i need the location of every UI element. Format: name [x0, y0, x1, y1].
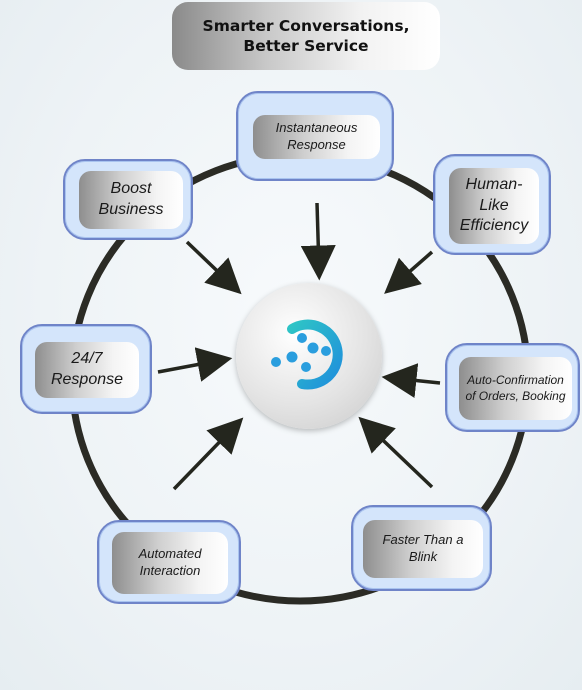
node-label: Automated Interaction — [112, 532, 228, 594]
arrow-faster — [358, 416, 434, 489]
node-auto-confirmation: Auto-Confirmation of Orders, Booking — [445, 343, 580, 432]
node-24-7-response: 24/7 Response — [20, 324, 152, 414]
node-faster-than-a-blink: Faster Than a Blink — [351, 505, 492, 591]
node-label: Instantaneous Response — [253, 115, 380, 159]
chat-bot-logo-icon — [271, 319, 343, 390]
arrow-automated — [172, 417, 244, 491]
arrow-auto-confirmation — [381, 363, 441, 398]
arrow-24-7 — [157, 347, 233, 382]
node-label: Boost Business — [79, 171, 183, 229]
diagram-title: Smarter Conversations, Better Service — [172, 2, 440, 70]
node-label: Auto-Confirmation of Orders, Booking — [459, 357, 572, 420]
node-label: 24/7 Response — [35, 342, 139, 398]
arrow-instantaneous — [300, 202, 336, 281]
node-instantaneous-response: Instantaneous Response — [236, 91, 394, 181]
node-human-like-efficiency: Human-Like Efficiency — [433, 154, 551, 255]
node-label: Faster Than a Blink — [363, 520, 483, 578]
hub-circle — [236, 283, 382, 429]
node-automated-interaction: Automated Interaction — [97, 520, 241, 604]
arrow-human-like — [384, 250, 434, 294]
node-label: Human-Like Efficiency — [449, 168, 539, 244]
node-boost-business: Boost Business — [63, 159, 193, 240]
arrow-boost — [185, 240, 242, 295]
